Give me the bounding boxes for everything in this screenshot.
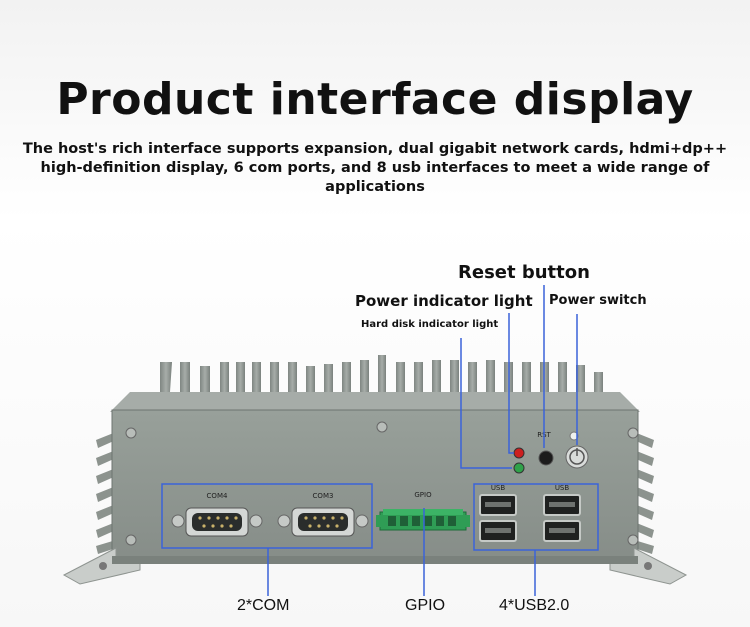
chassis-top	[110, 392, 640, 412]
chassis-screws	[125, 421, 639, 546]
com4-panel-label: COM4	[207, 492, 228, 500]
usb-panel-label-a: USB	[491, 484, 506, 492]
reset-button-callout: Reset button	[458, 262, 590, 283]
heatsink-fins-top	[160, 355, 603, 396]
power-indicator-callout: Power indicator light	[355, 292, 533, 310]
heatsink-fins-left	[96, 432, 116, 554]
callout-lines	[267, 285, 578, 596]
com-ports-label: 2*COM	[237, 597, 290, 614]
usb-ports	[479, 494, 581, 542]
com4-port	[171, 507, 263, 537]
gpio-label: GPIO	[405, 597, 446, 614]
usb-panel-label-b: USB	[555, 484, 570, 492]
power-indicator-led	[513, 447, 525, 459]
page-title: Product interface display	[56, 74, 694, 125]
usb-ports-label: 4*USB2.0	[499, 597, 570, 614]
hdd-indicator-callout: Hard disk indicator light	[361, 319, 499, 330]
power-switch[interactable]	[565, 445, 589, 469]
heatsink-fins-right	[634, 432, 654, 554]
gpio-panel-label: GPIO	[414, 491, 432, 499]
page-subtitle: The host's rich interface supports expan…	[22, 141, 728, 195]
hdd-indicator-led	[513, 462, 525, 474]
reset-button[interactable]	[538, 450, 554, 466]
callout-boxes	[161, 483, 599, 551]
com3-port	[277, 507, 369, 537]
power-switch-callout: Power switch	[549, 293, 647, 308]
gpio-terminal-block	[376, 509, 470, 531]
com3-panel-label: COM3	[313, 492, 334, 500]
